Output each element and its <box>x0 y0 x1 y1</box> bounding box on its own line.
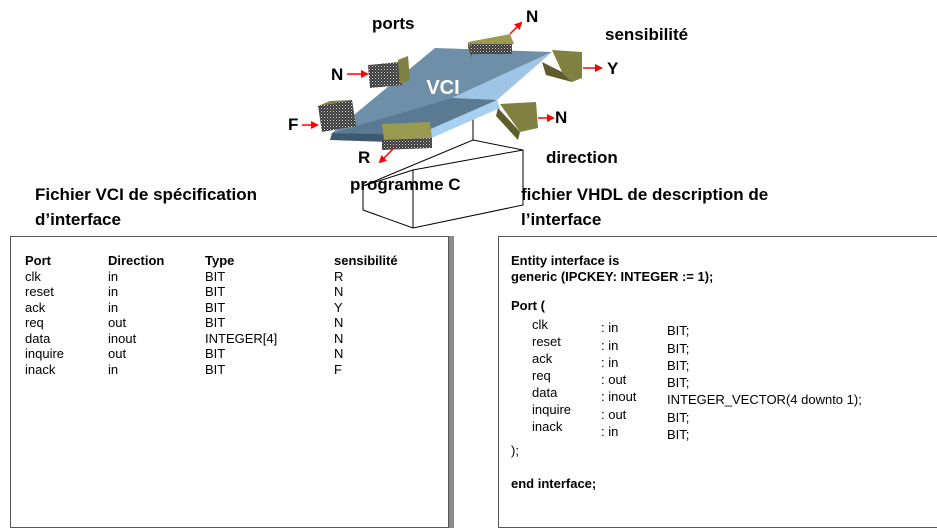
label-n-left: N <box>331 65 344 84</box>
wireframe-cube <box>362 110 524 229</box>
cell-type: BIT <box>205 361 226 377</box>
header-sensibilite: sensibilité <box>334 253 398 268</box>
vhdl-port-dir: : out <box>601 407 627 422</box>
cell-port: ack <box>25 299 46 315</box>
left-title-line1: Fichier VCI de spécification <box>35 185 258 204</box>
cell-direction: inout <box>108 330 137 346</box>
cell-direction: in <box>108 284 119 299</box>
cell-type: BIT <box>205 299 226 315</box>
vhdl-entity-line: Entity interface is <box>511 253 620 268</box>
chip-body <box>330 48 552 143</box>
vhdl-end-line: end interface; <box>511 476 597 491</box>
cell-port: reset <box>25 284 54 299</box>
header-port: Port <box>25 253 51 268</box>
label-y-right: Y <box>607 59 619 78</box>
vhdl-port-name: clk <box>532 317 548 332</box>
cell-port: inack <box>25 361 56 377</box>
vhdl-port-name: reset <box>532 334 561 349</box>
chip-label: VCI <box>426 77 459 99</box>
table-row: ack in BIT Y <box>25 300 424 316</box>
right-panel-title: fichier VHDL de description de l’interfa… <box>521 182 768 232</box>
vhdl-port-type: BIT; <box>667 427 690 442</box>
cell-type: BIT <box>205 284 226 299</box>
label-sensibilite: sensibilité <box>605 25 689 44</box>
cell-direction: out <box>108 346 127 361</box>
header-direction: Direction <box>108 253 165 268</box>
label-n-top: N <box>526 7 539 26</box>
vhdl-port-type: BIT; <box>667 323 690 338</box>
label-ports: ports <box>372 14 415 33</box>
vhdl-port-type: BIT; <box>667 341 690 356</box>
left-title-line2: d’interface <box>35 210 121 229</box>
vhdl-port-name: inquire <box>532 402 572 417</box>
cell-type: INTEGER[4] <box>205 330 278 346</box>
table-row: data inout INTEGER[4] N <box>25 331 424 347</box>
cell-direction: in <box>108 268 119 284</box>
cell-direction: in <box>108 361 119 377</box>
cell-direction: out <box>108 315 127 330</box>
label-direction: direction <box>546 148 618 167</box>
vhdl-port-name: ack <box>532 351 553 366</box>
label-f-left: F <box>288 115 299 134</box>
table-row: req out BIT N <box>25 315 424 331</box>
vci-spec-table: Port Direction Type sensibilité clk in B… <box>25 253 424 377</box>
vci-chip-diagram: VCI <box>302 21 603 229</box>
arrow-top <box>509 21 523 35</box>
connector-pads <box>318 34 582 150</box>
cell-port: clk <box>25 268 41 284</box>
cell-sensibilite: Y <box>334 299 343 315</box>
cell-type: BIT <box>205 315 226 330</box>
vhdl-port-type: INTEGER_VECTOR(4 downto 1); <box>667 392 862 407</box>
left-panel-title: Fichier VCI de spécification d’interface <box>35 182 257 232</box>
cell-port: req <box>25 315 44 330</box>
vhdl-port-type: BIT; <box>667 375 690 390</box>
cell-sensibilite: F <box>334 361 342 377</box>
cell-sensibilite: N <box>334 284 344 299</box>
arrow-bottom <box>378 147 395 164</box>
vhdl-description-box: Entity interface is generic (IPCKEY: INT… <box>498 236 937 528</box>
signal-arrows <box>302 21 603 164</box>
label-n-right: N <box>555 108 568 127</box>
vhdl-port-open: Port ( <box>511 298 545 313</box>
vhdl-port-name: inack <box>532 419 563 434</box>
cell-sensibilite: R <box>334 268 344 284</box>
cell-sensibilite: N <box>334 346 344 361</box>
right-title-line1: fichier VHDL de description de <box>521 185 769 204</box>
cell-sensibilite: N <box>334 330 344 346</box>
vhdl-port-dir: : in <box>601 424 619 439</box>
vhdl-port-dir: : in <box>601 320 619 335</box>
cell-type: BIT <box>205 268 226 284</box>
table-row: inquire out BIT N <box>25 346 424 362</box>
vhdl-port-close: ); <box>511 443 519 458</box>
vhdl-port-name: req <box>532 368 551 383</box>
cell-port: inquire <box>25 346 65 361</box>
vci-spec-box: Port Direction Type sensibilité clk in B… <box>10 236 449 528</box>
table-row: reset in BIT N <box>25 284 424 300</box>
cell-type: BIT <box>205 346 226 361</box>
vhdl-port-type: BIT; <box>667 410 690 425</box>
cell-port: data <box>25 330 51 346</box>
vhdl-port-dir: : in <box>601 338 619 353</box>
vhdl-port-name: data <box>532 385 558 400</box>
table-header-row: Port Direction Type sensibilité <box>25 253 424 269</box>
label-r-bottom: R <box>358 148 371 167</box>
label-programme: programme C <box>350 175 461 194</box>
header-type: Type <box>205 253 235 268</box>
table-row: inack in BIT F <box>25 362 424 378</box>
vhdl-generic-line: generic (IPCKEY: INTEGER := 1); <box>511 269 714 284</box>
vhdl-port-dir: : in <box>601 355 619 370</box>
vhdl-port-type: BIT; <box>667 358 690 373</box>
vhdl-port-dir: : out <box>601 372 627 387</box>
cell-sensibilite: N <box>334 315 344 330</box>
vhdl-port-dir: : inout <box>601 389 637 404</box>
cell-direction: in <box>108 299 119 315</box>
right-title-line2: l’interface <box>521 210 602 229</box>
table-row: clk in BIT R <box>25 269 424 285</box>
